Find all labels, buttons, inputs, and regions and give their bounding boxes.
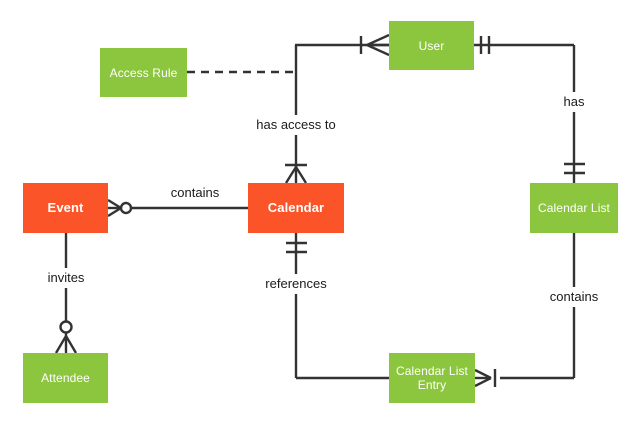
relationship-label-references: references: [262, 276, 330, 291]
marker-event-zero-or-many: [107, 198, 133, 218]
marker-entry-one-or-many: [474, 368, 497, 388]
entity-label-calendar: Calendar: [267, 200, 325, 215]
entity-user[interactable]: User: [389, 21, 474, 70]
entity-calendar[interactable]: Calendar: [248, 183, 344, 233]
relationship-label-contains-event-calendar: contains: [167, 185, 223, 200]
entity-label-access-rule: Access Rule: [109, 65, 178, 80]
entity-access-rule[interactable]: Access Rule: [100, 48, 187, 97]
entity-label-calendar-list: Calendar List: [537, 201, 610, 215]
marker-calendar-exactly-one: [286, 233, 307, 262]
relationship-label-contains-list-entry: contains: [546, 289, 602, 304]
marker-user-exactly-one: [474, 36, 498, 54]
marker-calendar-list-exactly-one: [564, 160, 585, 183]
marker-user-one-or-many: [359, 33, 390, 57]
line-calendar-list-contains-entry: [500, 233, 576, 380]
entity-label-user: User: [418, 38, 445, 53]
entity-attendee[interactable]: Attendee: [23, 353, 108, 403]
line-calendar-has-access-to-user: [294, 43, 389, 160]
entity-label-calendar-list-entry: Calendar List Entry: [395, 364, 468, 392]
entity-label-attendee: Attendee: [41, 371, 90, 385]
marker-calendar-one-or-many: [284, 160, 308, 184]
entity-calendar-list[interactable]: Calendar List: [530, 183, 618, 233]
relationship-label-has: has: [560, 94, 588, 109]
marker-attendee-zero-or-many: [54, 320, 78, 354]
entity-event[interactable]: Event: [23, 183, 108, 233]
entity-label-event: Event: [47, 200, 84, 215]
relationship-label-has-access-to: has access to: [253, 117, 339, 132]
relationship-label-invites: invites: [44, 270, 88, 285]
entity-calendar-list-entry[interactable]: Calendar List Entry: [389, 353, 475, 403]
